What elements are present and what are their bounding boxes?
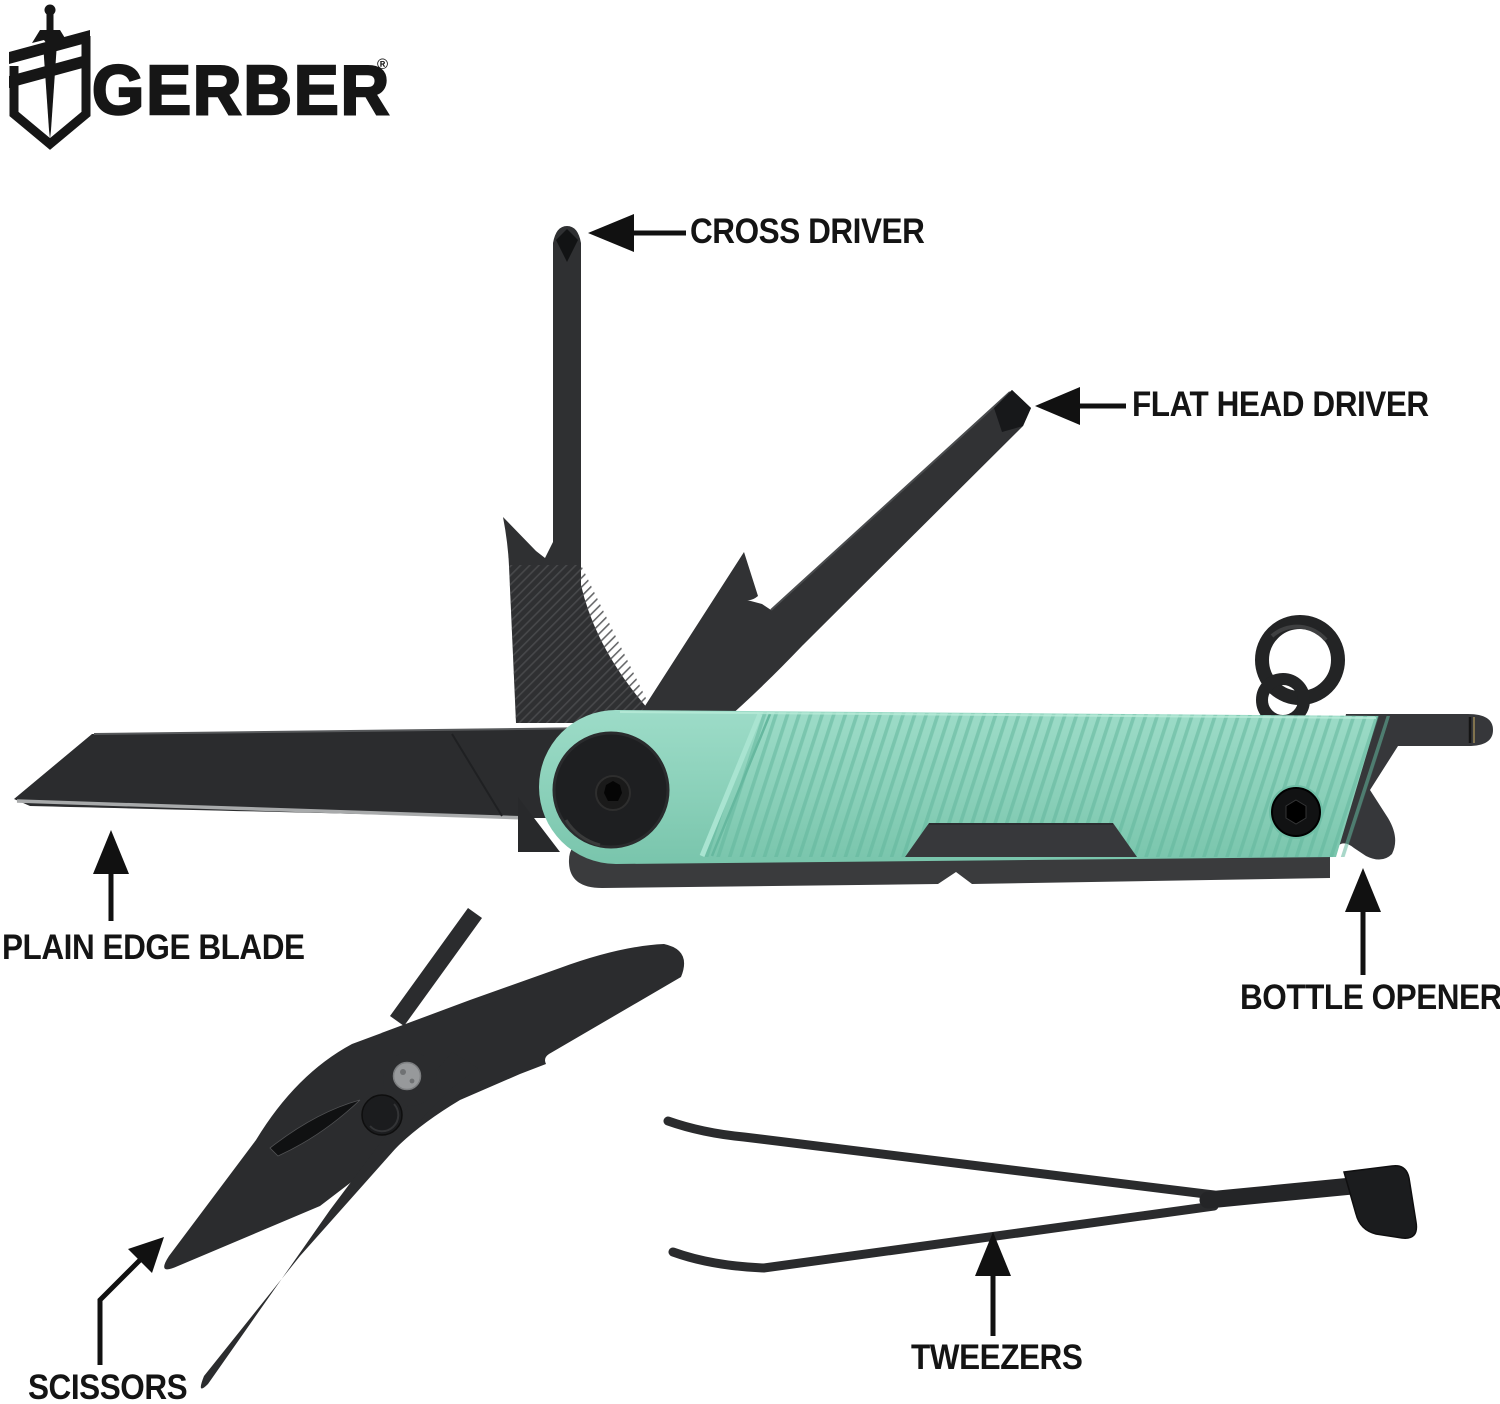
callout-label-cross-driver: CROSS DRIVER [690,212,925,251]
callout-label-plain-edge-blade: PLAIN EDGE BLADE [2,928,305,967]
gerber-sword-shield-icon [9,4,91,150]
plain-edge-blade-arrow [93,830,129,921]
plain-edge-blade-shape [14,727,620,852]
handle-shape [539,710,1390,864]
callout-label-tweezers: TWEEZERS [911,1338,1083,1377]
registered-trademark: ® [377,56,389,73]
cross-driver-arrow [588,214,686,252]
scissors-arrow [97,1237,164,1365]
callout-label-bottle-opener: BOTTLE OPENER [1240,978,1500,1017]
flat-head-driver-arrow [1035,387,1126,425]
tweezers-arrow [975,1232,1011,1336]
cross-driver-shape [503,226,658,723]
bottle-opener-arrow [1345,868,1381,975]
callout-label-scissors: SCISSORS [28,1368,188,1404]
hex-bolt-icon [1269,785,1323,839]
tweezers-shape [663,1116,1418,1273]
pivot-screw-icon [552,731,670,849]
key-ring-icon [1255,615,1345,727]
brand-wordmark: GERBER [91,50,392,131]
flat-head-driver-shape [634,390,1031,723]
scissors-shape [164,908,685,1389]
callout-label-flat-head-driver: FLAT HEAD DRIVER [1132,385,1429,424]
handle-notch [905,823,1137,857]
callout-arrows [93,214,1381,1365]
